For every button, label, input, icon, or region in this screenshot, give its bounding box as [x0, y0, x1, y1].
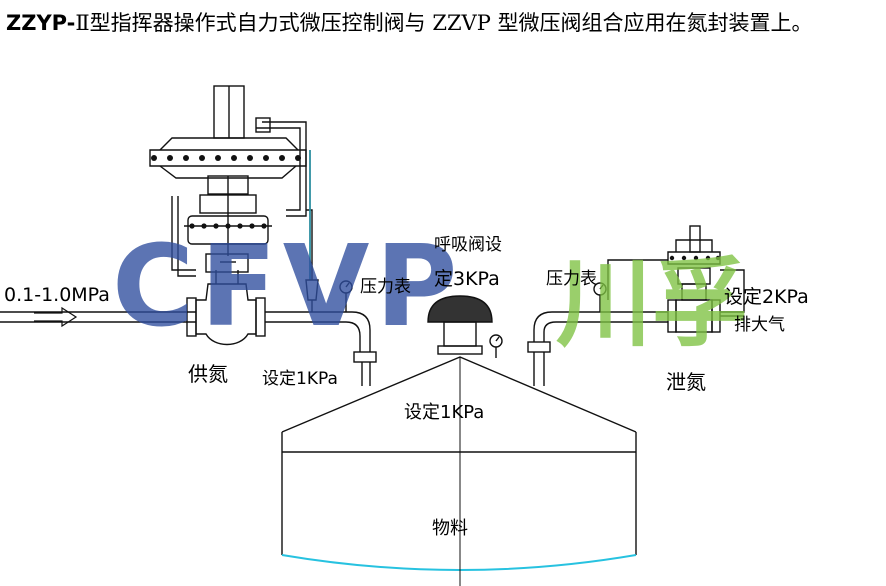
pressure-gauge-right: [593, 282, 607, 312]
breather-valve: [427, 295, 493, 355]
breather-set-label-1: 呼吸阀设: [434, 235, 502, 255]
vent-to-atmosphere-label: 排大气: [734, 315, 785, 335]
title-model: ZZYP-: [6, 11, 76, 35]
vent-valve: [607, 225, 745, 333]
gauge-right-label: 压力表: [546, 269, 597, 289]
supply-n2-label: 供氮: [188, 362, 228, 386]
gauge-left-label: 压力表: [360, 277, 411, 297]
storage-tank: [281, 356, 637, 586]
tank-set-label: 设定1KPa: [404, 402, 485, 423]
vent-pipe: [527, 311, 668, 386]
page-title: ZZYP-Ⅱ型指挥器操作式自力式微压控制阀与 ZZVP 型微压阀组合应用在氮封装…: [6, 8, 878, 38]
valve-outlet-flange: [255, 297, 266, 337]
pressure-gauge-left: [339, 280, 353, 312]
tank-pressure-gauge: [489, 334, 503, 358]
valve-inlet-flange: [186, 297, 197, 337]
supply-outlet-pipe: [265, 311, 377, 386]
valve-bonnet: [205, 253, 249, 273]
inlet-pipe: [0, 306, 196, 328]
set-2kpa-label: 设定2KPa: [724, 286, 809, 308]
inlet-pressure-label: 0.1-1.0MPa: [4, 284, 110, 306]
title-text: Ⅱ型指挥器操作式自力式微压控制阀与 ZZVP 型微压阀组合应用在氮封装置上。: [75, 11, 813, 35]
supply-valve-body: [195, 283, 257, 346]
vent-n2-label: 泄氮: [666, 370, 706, 394]
tank-bottom: [281, 554, 637, 571]
set-1kpa-left-label: 设定1KPa: [262, 369, 338, 389]
breather-set-label-2: 定3KPa: [434, 268, 500, 290]
material-label: 物料: [432, 518, 468, 539]
